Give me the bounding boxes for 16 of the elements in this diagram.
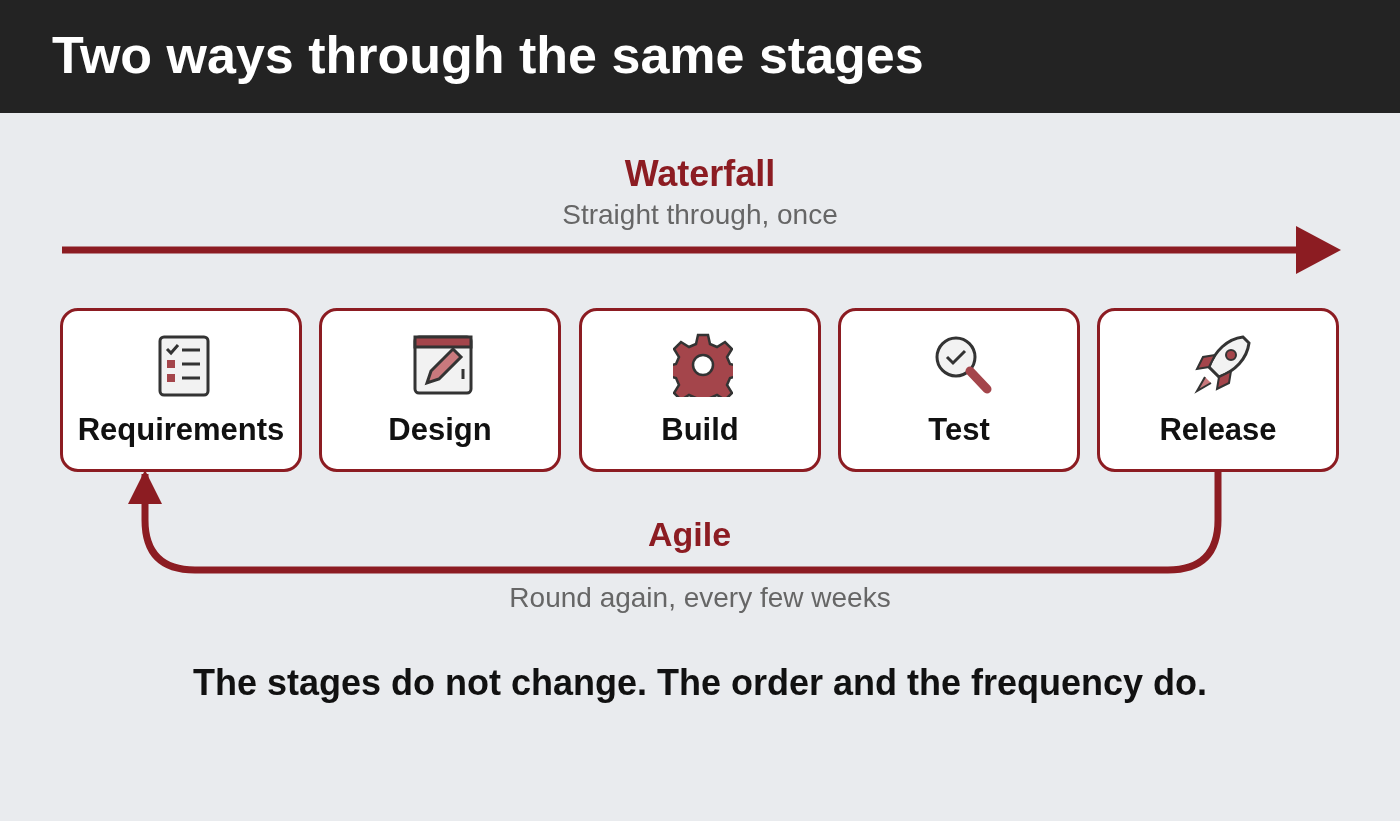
stage-box <box>838 308 1080 472</box>
edge-label: Agile <box>647 514 732 555</box>
stage-label: Design <box>387 411 493 449</box>
page-title: Two ways through the same stages <box>52 25 924 86</box>
section-heading: Waterfall <box>624 152 776 196</box>
section-subtitle: Straight through, once <box>562 198 838 232</box>
caption: The stages do not change. The order and the frequency do. <box>192 661 1208 705</box>
stage-box <box>579 308 821 472</box>
stage-label: Test <box>927 411 991 449</box>
section-subtitle: Round again, every few weeks <box>509 581 891 615</box>
stage-box <box>1097 308 1339 472</box>
stage-box <box>60 308 302 472</box>
stage-box <box>319 308 561 472</box>
stage-label: Requirements <box>76 411 286 449</box>
stage-label: Release <box>1158 411 1278 449</box>
stage-label: Build <box>660 411 740 449</box>
